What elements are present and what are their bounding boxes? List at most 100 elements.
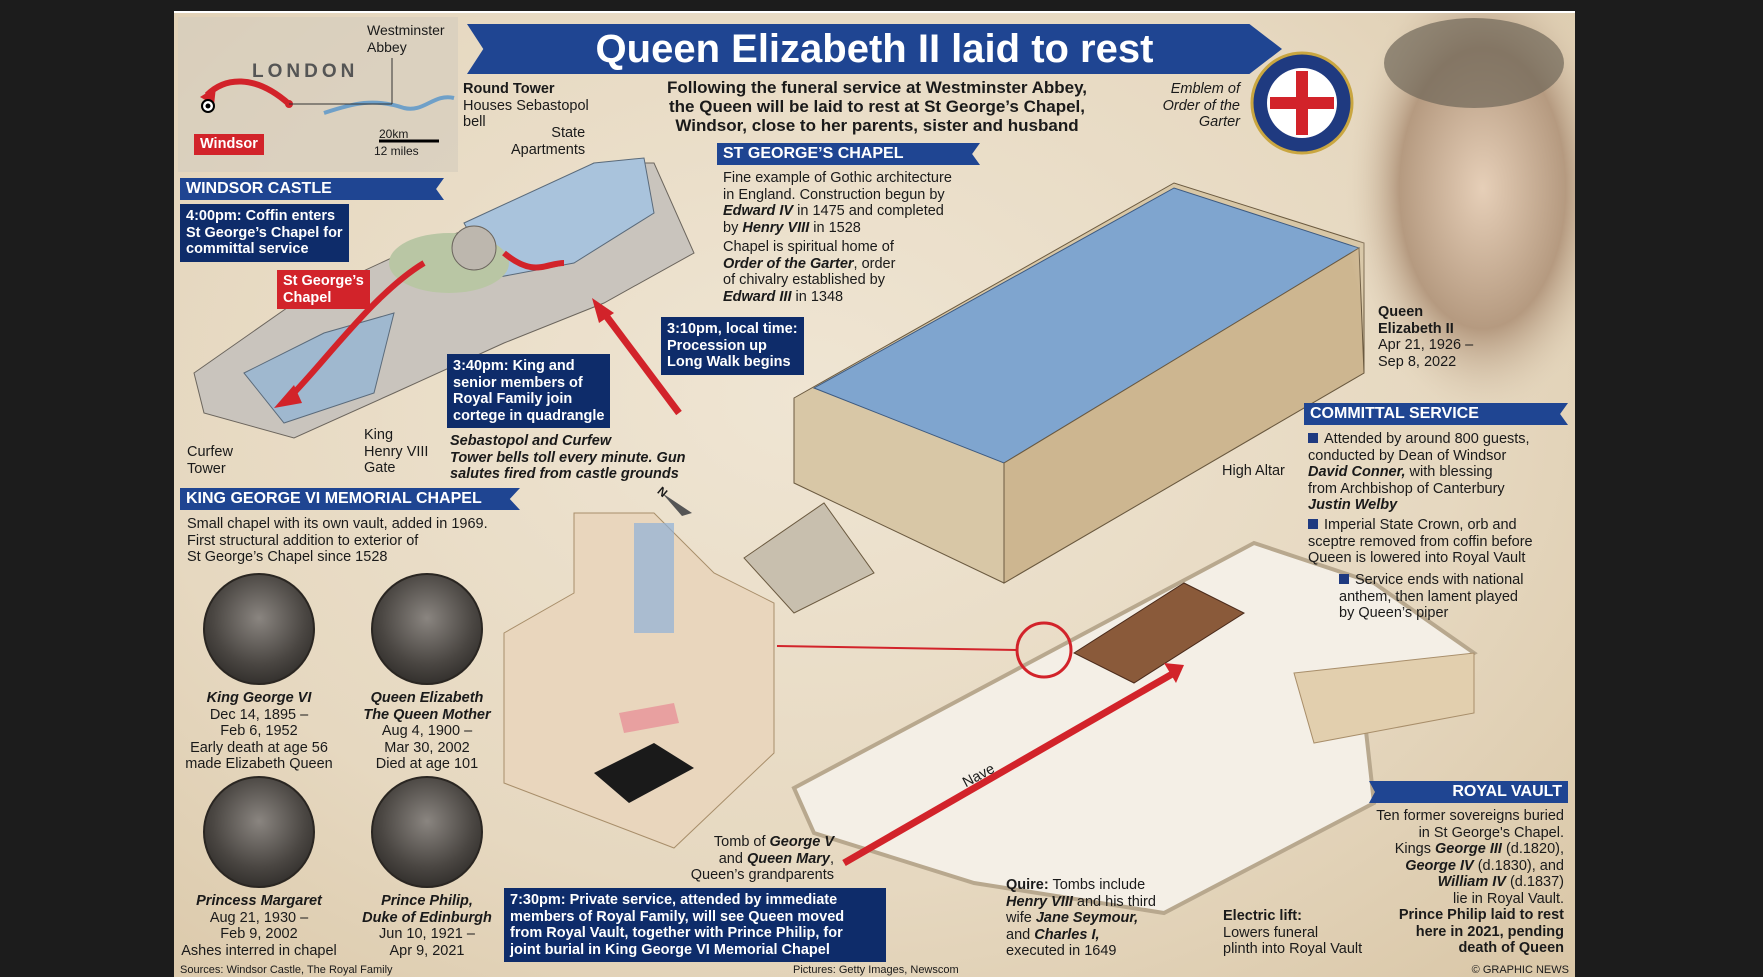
title-banner [467, 24, 1282, 74]
london-label: LONDON [252, 61, 359, 82]
royal-vault-description: Ten former sovereigns buried in St Georg… [1376, 808, 1564, 957]
person-name: Queen Elizabeth The Queen Mother [363, 690, 491, 723]
high-altar-label: High Altar [1222, 463, 1285, 479]
text-segment: Houses Sebastopol bell [463, 97, 589, 130]
text-segment: David Conner, [1308, 464, 1406, 480]
person-caption: Princess Margaret Aug 21, 1930 – Feb 9, … [174, 893, 344, 959]
emblem-label: Emblem of Order of the Garter [1162, 81, 1240, 130]
memorial-chapel-illustration [503, 512, 775, 849]
committal-bullet: Service ends with national anthem, then … [1339, 572, 1524, 621]
westminster-abbey-label: Westminster Abbey [367, 22, 445, 55]
text-segment: Chapel is spiritual home of [723, 239, 894, 255]
text-segment: , Queen’s grandparents [690, 850, 834, 884]
committal-bullet: Imperial State Crown, orb and sceptre re… [1308, 517, 1533, 566]
text-segment: George III [1435, 841, 1502, 857]
windsor-label: Windsor [194, 134, 264, 155]
text-segment: (d.1837) lie in Royal Vault. [1453, 874, 1564, 907]
king-george-vi-portrait [203, 573, 315, 685]
text-segment: Electric lift: [1223, 908, 1302, 924]
state-apartments-label: State Apartments [511, 125, 586, 158]
compass-icon [662, 493, 692, 516]
text-segment: William IV [1437, 874, 1506, 890]
king-callout: 3:40pm: King and senior members of Royal… [447, 354, 611, 428]
windsor-castle-header: WINDSOR CASTLE [180, 178, 444, 200]
picture-credits: Pictures: Getty Images, Newscom [793, 964, 959, 976]
private-service-callout: 7:30pm: Private service, attended by imm… [504, 888, 886, 962]
committal-bullet: Attended by around 800 guests, conducted… [1308, 431, 1530, 514]
page-title: Queen Elizabeth II laid to rest [595, 27, 1154, 71]
person-caption: Queen Elizabeth The Queen Mother Aug 4, … [342, 690, 512, 773]
st-georges-chapel-label: St George’s Chapel [277, 270, 370, 309]
coffin-callout: 4:00pm: Coffin enters St George’s Chapel… [180, 204, 349, 262]
person-name: Prince Philip, Duke of Edinburgh [362, 893, 492, 926]
text-segment: Attended by around 800 guests, conducted… [1308, 431, 1530, 464]
text-segment: (d.1830), and [1477, 857, 1564, 874]
text-segment: Quire: [1006, 877, 1049, 893]
text-segment: in 1475 and completed by [723, 203, 944, 236]
illustrations [178, 13, 1575, 916]
prince-philip-portrait [371, 776, 483, 888]
text-segment: Edward III [723, 288, 792, 305]
round-tower-label: Round Tower Houses Sebastopol bell [463, 81, 589, 131]
copyright: © GRAPHIC NEWS [1471, 964, 1569, 976]
curfew-tower-label: Curfew Tower [187, 444, 233, 477]
text-segment: Charles I, [1034, 926, 1100, 943]
memorial-chapel-header: KING GEORGE VI MEMORIAL CHAPEL [180, 488, 520, 510]
text-segment: Fine example of Gothic architecture in E… [723, 170, 952, 203]
tomb-george-v-label: Tomb of George V and Queen Mary, Queen’s… [688, 834, 834, 884]
st-georges-chapel-illustration [743, 182, 1365, 614]
queen-mother-portrait [371, 573, 483, 685]
quire-label: Quire: Tombs include Henry VIII and his … [1006, 877, 1156, 960]
text-segment: with blessing from Archbishop of Canterb… [1308, 464, 1505, 497]
queen-dates: Apr 21, 1926 – Sep 8, 2022 [1378, 337, 1474, 370]
person-caption: Prince Philip, Duke of Edinburgh Jun 10,… [342, 893, 512, 959]
subtitle: Following the funeral service at Westmin… [666, 78, 1088, 135]
text-segment: Lowers funeral plinth into Royal Vault [1223, 924, 1363, 957]
princess-margaret-portrait [203, 776, 315, 888]
garter-emblem [1250, 51, 1354, 155]
text-segment: in 1528 [809, 219, 861, 236]
text-segment: Justin Welby [1308, 497, 1398, 513]
infographic: Westminster Abbey LONDON Windsor 20km 12… [174, 11, 1575, 977]
person-details: Aug 4, 1900 – Mar 30, 2002 Died at age 1… [375, 723, 479, 772]
text-segment: Jane Seymour, [1035, 910, 1139, 926]
royal-vault-header: ROYAL VAULT [1369, 781, 1568, 803]
text-segment: and [1006, 926, 1031, 943]
sources: Sources: Windsor Castle, The Royal Famil… [180, 964, 393, 976]
henry-viii-gate-label: King Henry VIII Gate [364, 427, 429, 476]
text-segment: , order of chivalry established by [723, 255, 896, 289]
person-name: Princess Margaret [196, 893, 322, 909]
memorial-chapel-description: Small chapel with its own vault, added i… [187, 516, 488, 565]
chapel-garter-description: Chapel is spiritual home of Order of the… [723, 239, 895, 305]
text-segment: Edward IV [723, 203, 794, 219]
queen-name: Queen Elizabeth II [1378, 304, 1454, 337]
committal-service-header: COMMITTAL SERVICE [1304, 403, 1568, 425]
text-segment: Tombs include [1052, 877, 1146, 893]
text-segment: Prince Philip laid to rest here in 2021,… [1398, 907, 1564, 956]
text-segment: Queen Mary [746, 850, 830, 867]
bells-note: Sebastopol and Curfew Tower bells toll e… [450, 433, 686, 482]
scale-km: 20km [379, 127, 409, 141]
windsor-castle-illustration [193, 157, 695, 439]
person-name: King George VI [206, 690, 312, 706]
scale-miles: 12 miles [374, 144, 419, 158]
electric-lift-label: Electric lift: Lowers funeral plinth int… [1223, 908, 1362, 958]
procession-callout: 3:10pm, local time: Procession up Long W… [661, 317, 804, 375]
text-segment: (d.1820), [1505, 841, 1564, 857]
text-segment: and his third wife [1006, 893, 1156, 927]
person-details: Jun 10, 1921 – Apr 9, 2021 [379, 926, 475, 959]
text-segment: Tomb of [713, 834, 770, 850]
text-segment: Order of the Garter [723, 255, 854, 272]
text-segment: Henry VIII [742, 219, 810, 236]
text-segment: executed in 1649 [1006, 943, 1117, 959]
text-segment: Ten former sovereigns buried in St Georg… [1376, 808, 1564, 857]
text-segment: George V [769, 834, 834, 850]
text-segment: Round Tower [463, 81, 555, 97]
st-georges-chapel-header: ST GEORGE’S CHAPEL [717, 143, 980, 165]
text-segment: Henry VIII [1006, 893, 1073, 910]
person-caption: King George VI Dec 14, 1895 – Feb 6, 195… [174, 690, 344, 773]
chapel-floor-plan [776, 540, 1478, 916]
text-segment: George IV [1405, 857, 1474, 874]
person-details: Aug 21, 1930 – Feb 9, 2002 Ashes interre… [181, 909, 337, 959]
text-segment: and [718, 850, 743, 867]
